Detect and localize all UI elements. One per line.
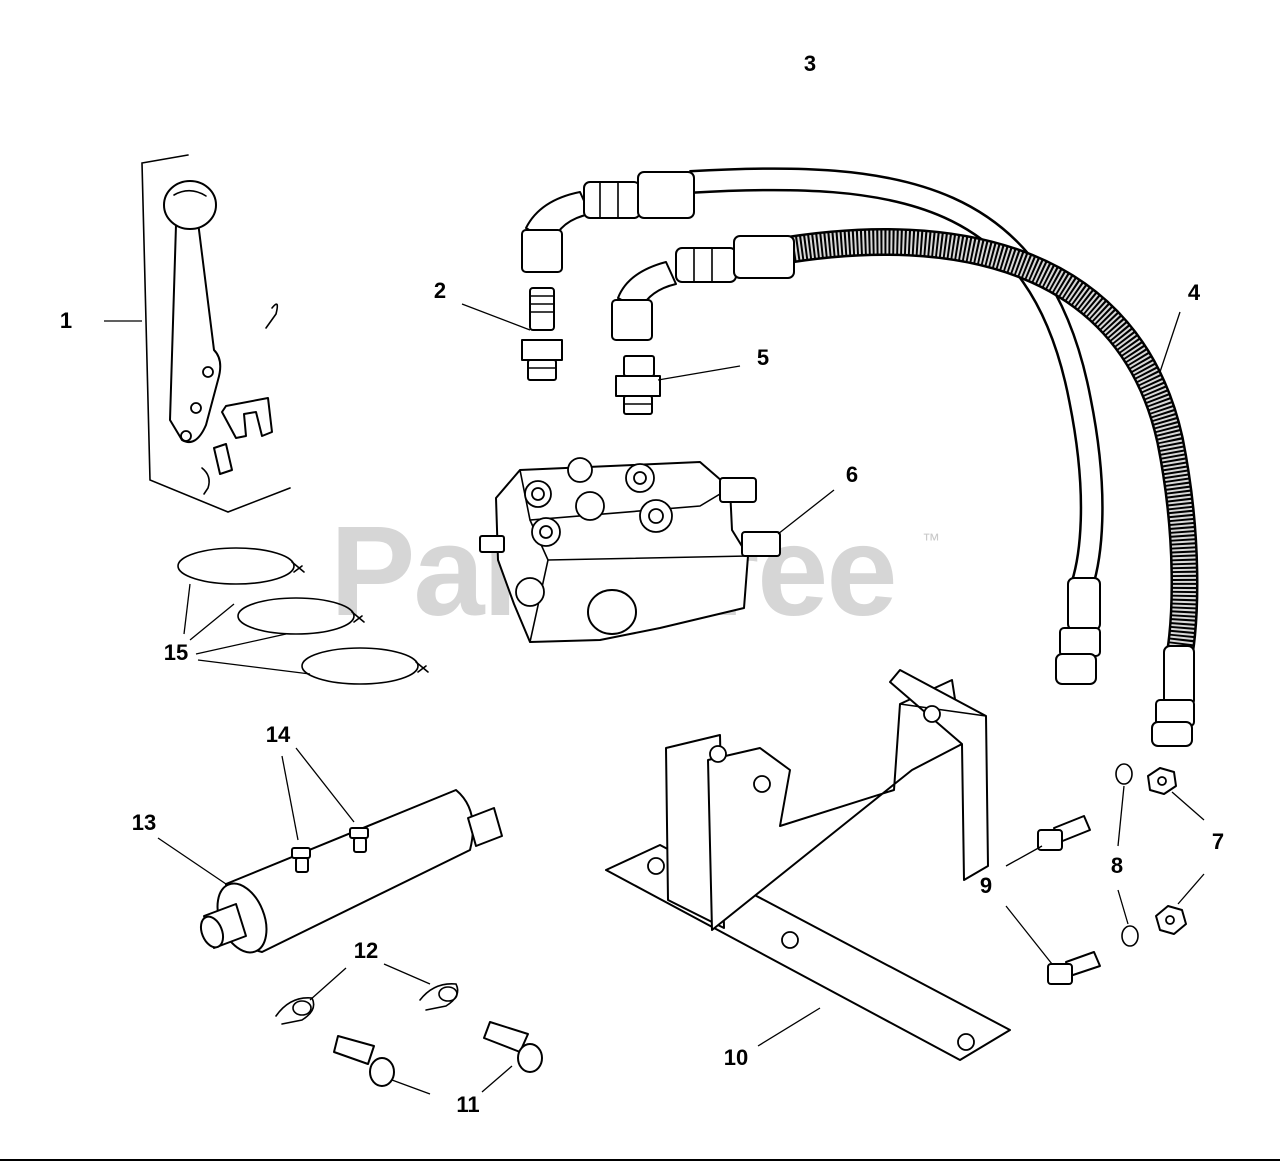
callout-2: 2 xyxy=(433,278,447,303)
hydraulic-hose-part xyxy=(521,167,1199,747)
callout-11: 11 xyxy=(456,1092,480,1117)
hose-adapter-part-2 xyxy=(521,287,563,381)
mounting-bracket-part xyxy=(605,669,1011,1061)
hitch-pin-clip-part xyxy=(275,983,459,1025)
callout-9: 9 xyxy=(979,873,993,898)
callout-6: 6 xyxy=(845,462,859,487)
page-bottom-rule xyxy=(0,1159,1280,1161)
callout-5: 5 xyxy=(756,345,770,370)
callout-14: 14 xyxy=(265,722,291,747)
hose-adapter-part-5 xyxy=(615,355,661,415)
callout-7: 7 xyxy=(1211,829,1225,854)
callout-15: 15 xyxy=(163,640,189,665)
hydraulic-cylinder-part xyxy=(199,789,503,954)
callout-12: 12 xyxy=(353,938,379,963)
callout-1: 1 xyxy=(59,308,73,333)
cable-tie-part xyxy=(177,547,429,685)
control-lever-part xyxy=(141,154,291,513)
callout-4: 4 xyxy=(1187,280,1201,305)
grease-fitting-part xyxy=(291,827,369,873)
callout-8: 8 xyxy=(1110,853,1124,878)
hex-nut-part xyxy=(1147,767,1187,935)
page-number: 3 xyxy=(803,51,817,76)
lock-washer-part xyxy=(1115,763,1139,947)
hex-bolt-part xyxy=(1037,815,1101,985)
clevis-pin-part xyxy=(333,1021,543,1087)
callout-13: 13 xyxy=(131,810,157,835)
callout-leader-lines xyxy=(104,303,1205,1095)
control-valve-part xyxy=(479,457,781,643)
trademark-symbol: ™ xyxy=(922,530,940,550)
callout-10: 10 xyxy=(723,1045,749,1070)
